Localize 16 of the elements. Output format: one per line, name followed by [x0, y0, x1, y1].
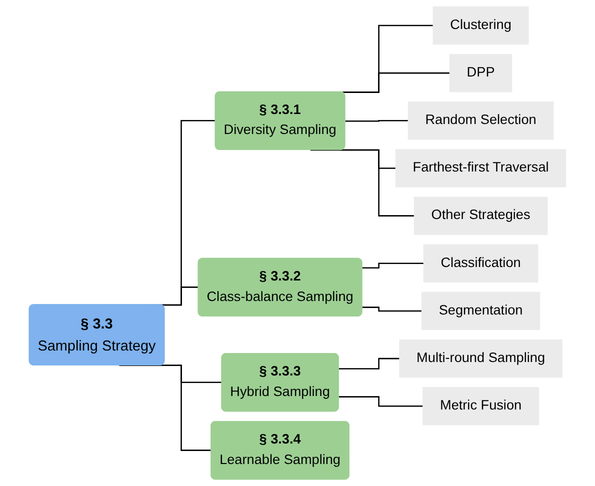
node-box: Segmentation — [421, 292, 540, 330]
connector — [338, 396, 424, 407]
node-box: Other Strategies — [414, 196, 548, 235]
node-box: Multi-round Sampling — [399, 339, 562, 378]
connector — [119, 364, 212, 452]
connector — [362, 262, 424, 269]
node-box: Farthest-first Traversal — [395, 149, 566, 188]
node-box: DPP — [449, 54, 512, 92]
node-box: Clustering — [432, 6, 529, 45]
connector — [362, 306, 422, 312]
connector — [310, 149, 415, 216]
connector — [338, 358, 400, 370]
node-box: Metric Fusion — [422, 387, 539, 426]
node-box: Random Selection — [408, 102, 554, 140]
node-box: Classification — [423, 244, 538, 282]
connector — [345, 120, 409, 122]
